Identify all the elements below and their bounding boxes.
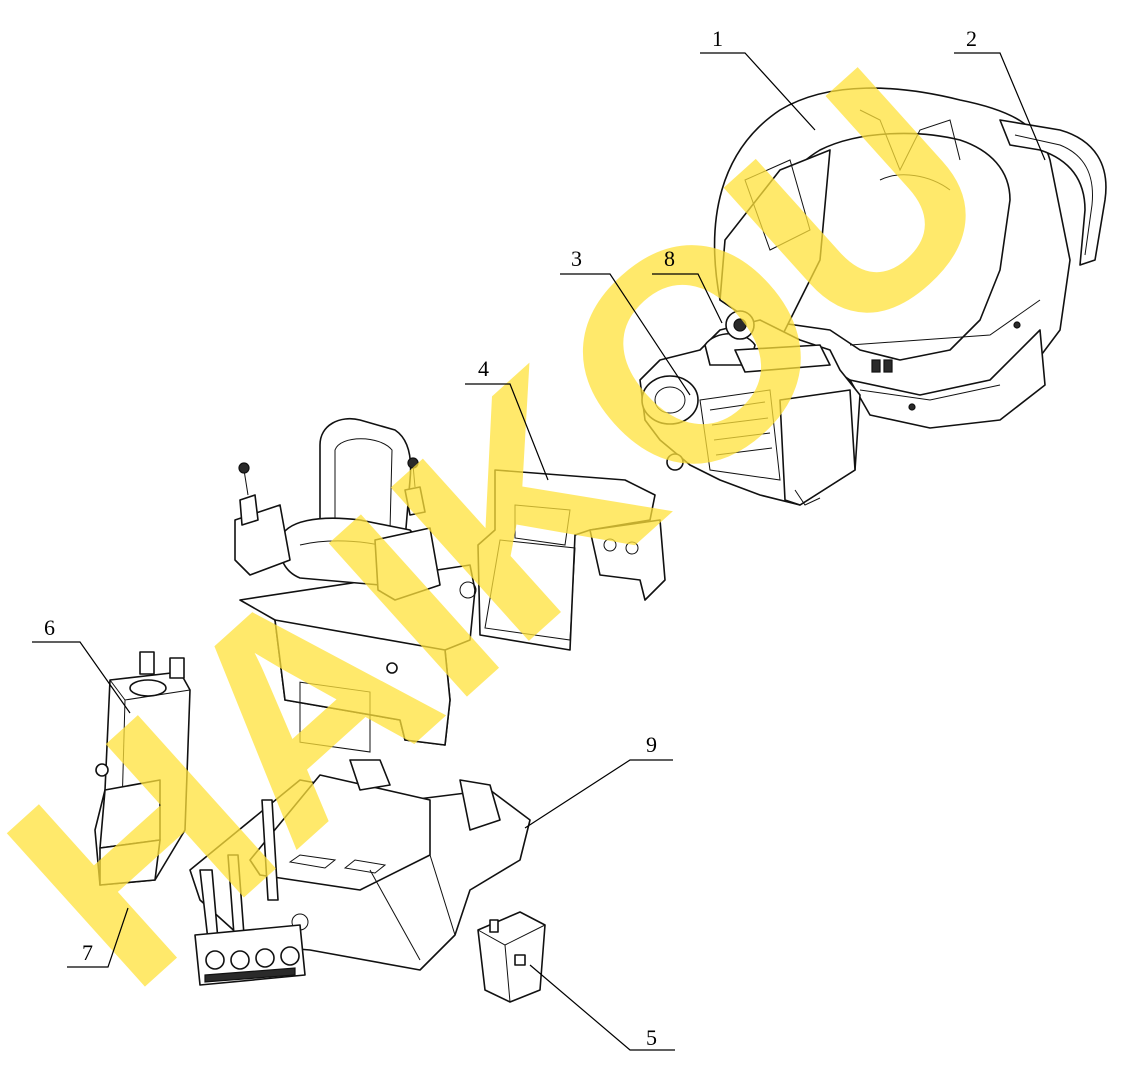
hydraulic-tank: [94, 651, 191, 886]
base-frame: [189, 759, 531, 986]
callout-number-5: 5: [646, 1025, 657, 1050]
floor-plate: [477, 469, 666, 651]
leader-line-2: [954, 52, 1046, 161]
engine-assembly: [639, 310, 861, 506]
callout-number-3: 3: [571, 246, 582, 271]
callout-number-6: 6: [44, 615, 55, 640]
callout-number-8: 8: [664, 246, 675, 271]
leader-line-3: [560, 273, 691, 396]
leader-line-1: [700, 52, 816, 131]
watermark-text: HAIKOU: [0, 6, 1052, 1047]
counterweight: [999, 119, 1107, 266]
callout-number-4: 4: [478, 356, 489, 381]
seat-platform: [234, 418, 477, 753]
callout-number-7: 7: [82, 940, 93, 965]
callout-number-1: 1: [712, 26, 723, 51]
callout-number-9: 9: [646, 732, 657, 757]
control-box: [477, 911, 546, 1003]
leader-line-9: [524, 759, 673, 829]
haikou-watermark: HAIKOU: [0, 6, 1052, 1047]
callout-2: 2: [954, 26, 1046, 161]
callout-6: 6: [32, 615, 131, 714]
callout-number-2: 2: [966, 26, 977, 51]
callout-3: 3: [560, 246, 691, 396]
callout-8: 8: [652, 246, 723, 324]
callout-4: 4: [465, 356, 549, 481]
callout-7: 7: [67, 907, 129, 968]
leader-line-7: [67, 907, 129, 968]
callout-5: 5: [529, 964, 675, 1051]
callout-1: 1: [700, 26, 816, 131]
leader-line-6: [32, 641, 131, 714]
leader-line-5: [529, 964, 675, 1051]
leader-line-4: [465, 383, 549, 481]
leader-line-8: [652, 273, 723, 324]
callout-9: 9: [524, 732, 673, 829]
